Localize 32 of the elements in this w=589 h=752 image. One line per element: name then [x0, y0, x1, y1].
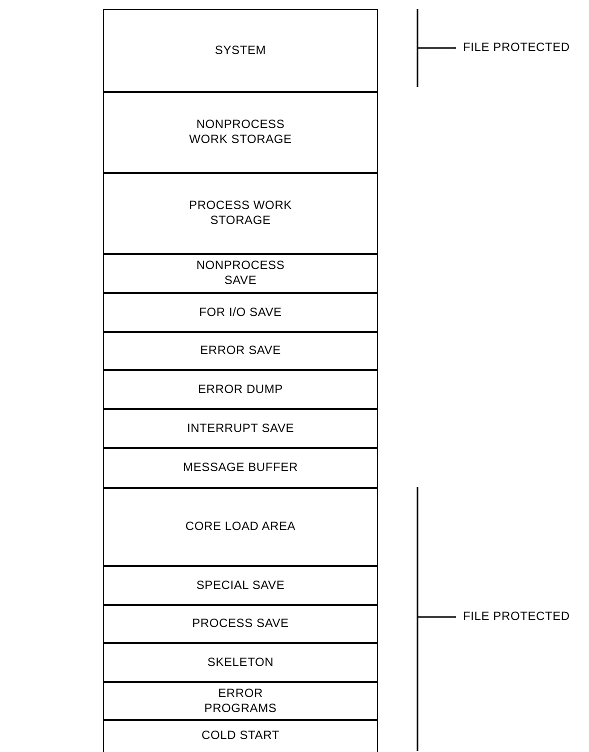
- memory-region-box: [103, 604, 378, 644]
- region-label: INTERRUPT SAVE: [186, 420, 296, 436]
- memory-region-box: [103, 408, 378, 448]
- memory-region-box: [103, 681, 378, 720]
- region-label: ERROR SAVE: [199, 343, 282, 358]
- region-label: SPECIAL SAVE: [195, 578, 286, 593]
- region-label: NONPROCESS SAVE: [195, 258, 286, 288]
- memory-region-box: [103, 172, 378, 254]
- region-label: ERROR DUMP: [196, 382, 284, 397]
- region-label: PROCESS WORK STORAGE: [188, 198, 293, 228]
- memory-region-box: [103, 369, 378, 410]
- memory-region-box: [103, 91, 378, 174]
- region-label: SYSTEM: [214, 43, 268, 58]
- region-label: CORE LOAD AREA: [184, 519, 297, 534]
- region-label: PROCESS SAVE: [191, 616, 290, 632]
- region-label: FOR I/O SAVE: [198, 304, 283, 320]
- memory-region-box: [103, 9, 378, 92]
- memory-region-box: [103, 292, 378, 332]
- memory-region-box: [103, 487, 378, 566]
- memory-region-box: [103, 447, 378, 488]
- region-label: COLD START: [200, 728, 280, 744]
- annotation-label: FILE PROTECTED: [463, 609, 570, 624]
- memory-region-box: [103, 719, 378, 752]
- memory-region-box: [103, 642, 378, 682]
- memory-region-box: [103, 253, 378, 294]
- region-label: NONPROCESS WORK STORAGE: [188, 117, 293, 148]
- annotation-label: FILE PROTECTED: [463, 40, 570, 55]
- region-label: MESSAGE BUFFER: [182, 460, 299, 476]
- memory-region-box: [103, 565, 378, 606]
- region-label: ERROR PROGRAMS: [203, 686, 278, 716]
- memory-region-box: [103, 331, 378, 370]
- region-label: SKELETON: [206, 654, 275, 670]
